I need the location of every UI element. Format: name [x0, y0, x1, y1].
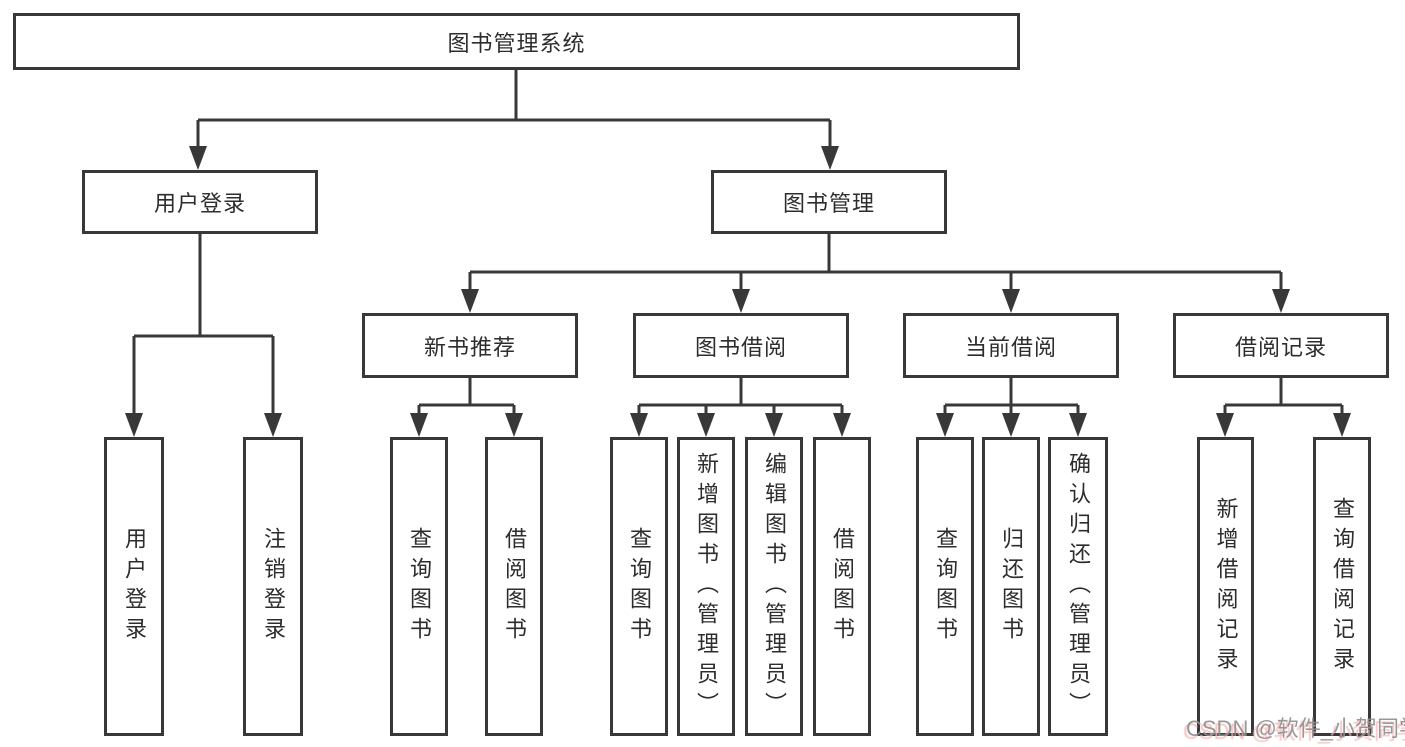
node-label: 归还图书: [999, 526, 1024, 647]
node-book-borrowing: 图书借阅: [633, 313, 849, 378]
node-label: 图书管理系统: [447, 30, 586, 56]
node-label: 借阅记录: [1234, 334, 1327, 360]
node-label: 新书推荐: [423, 334, 516, 360]
node-label: 借阅图书: [502, 526, 527, 647]
node-label: 用户登录: [153, 191, 246, 216]
arrowheads-userlogin: [125, 413, 282, 437]
node-label: 图书管理: [782, 191, 875, 216]
node-label: 注销登录: [261, 526, 286, 647]
leaf-return-books: 归还图书: [982, 437, 1040, 736]
leaf-borrow-books: 借阅图书: [813, 437, 871, 736]
node-label: 查询图书: [407, 526, 432, 647]
arrowheads-newbookrec: [410, 413, 523, 437]
node-label: 用户登录: [122, 526, 147, 647]
connector-userlogin-to-leaves: [132, 233, 275, 419]
node-label: 当前借阅: [964, 334, 1057, 360]
node-book-management: 图书管理: [711, 170, 947, 234]
leaf-confirm-return-admin: 确认归还（管理员）: [1048, 437, 1108, 736]
node-label: 确认归还（管理员）: [1066, 451, 1091, 722]
node-book-management-system: 图书管理系统: [13, 13, 1020, 70]
arrowheads-level2: [461, 289, 1290, 313]
arrowheads-borrowrecords: [1216, 413, 1351, 437]
leaf-current-query-books: 查询图书: [916, 437, 974, 736]
leaf-borrow-query-books: 查询图书: [610, 437, 668, 736]
node-label: 新增图书（管理员）: [694, 451, 719, 722]
node-current-borrowing: 当前借阅: [903, 313, 1119, 378]
node-label: 借阅图书: [830, 526, 855, 647]
node-label: 图书借阅: [694, 334, 787, 360]
node-new-book-recommend: 新书推荐: [362, 313, 578, 378]
leaf-logout: 注销登录: [243, 437, 303, 736]
connector-newbookrec-to-leaves: [417, 377, 516, 419]
node-label: 查询借阅记录: [1330, 496, 1355, 677]
node-label: 新增借阅记录: [1213, 496, 1239, 677]
arrowheads-level1: [189, 146, 839, 170]
node-borrowing-records: 借阅记录: [1173, 313, 1389, 378]
connector-root-to-level1: [196, 69, 832, 152]
connector-borrowrecords-to-leaves: [1223, 377, 1344, 419]
leaf-edit-books-admin: 编辑图书（管理员）: [745, 437, 803, 736]
node-label: 查询图书: [933, 526, 958, 647]
arrowheads-currentborrow: [936, 413, 1087, 437]
node-label: 查询图书: [627, 526, 652, 647]
connector-currentborrow-to-leaves: [943, 377, 1080, 419]
leaf-query-borrow-record: 查询借阅记录: [1313, 437, 1371, 736]
connector-bookmgmt-to-level2: [468, 233, 1283, 295]
node-user-login: 用户登录: [82, 170, 318, 234]
leaf-user-login: 用户登录: [104, 437, 164, 736]
leaf-add-borrow-record: 新增借阅记录: [1197, 437, 1254, 736]
connector-bookborrow-to-leaves: [637, 377, 844, 419]
node-label: 编辑图书（管理员）: [762, 451, 787, 722]
arrowheads-bookborrow: [630, 413, 851, 437]
leaf-newrec-query-books: 查询图书: [390, 437, 448, 736]
csdn-watermark: CSDN @软件_小贺同学: [1186, 716, 1405, 741]
leaf-add-books-admin: 新增图书（管理员）: [677, 437, 735, 736]
leaf-newrec-borrow-books: 借阅图书: [485, 437, 543, 736]
